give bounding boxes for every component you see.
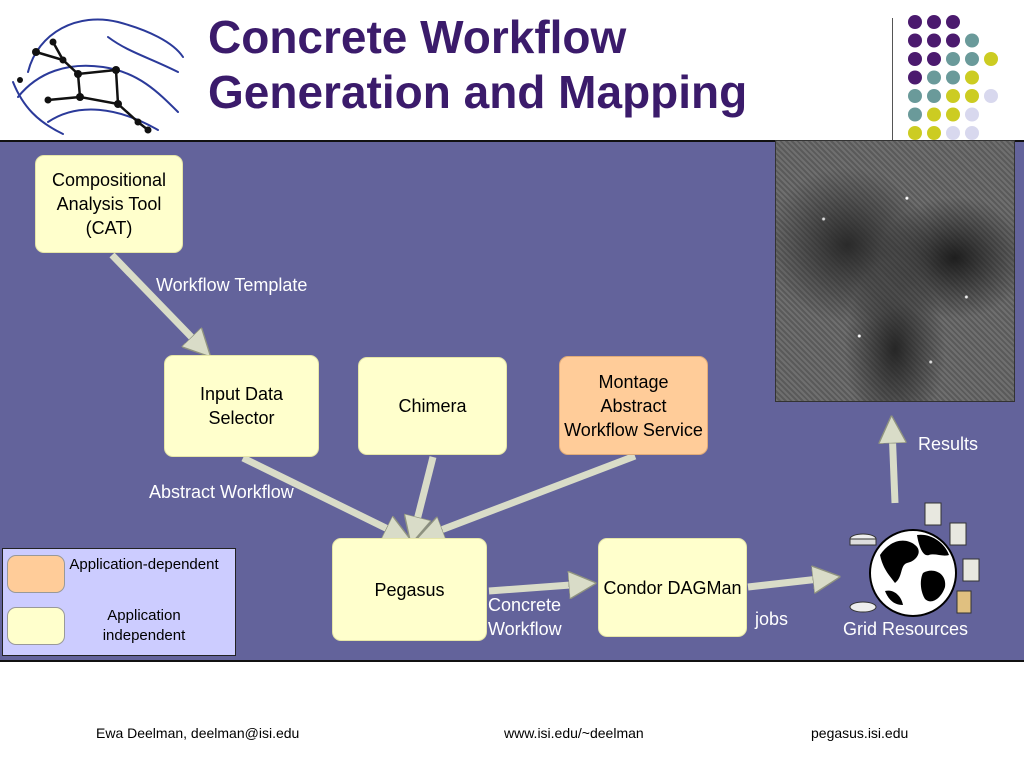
decorative-dot [946, 126, 960, 140]
arrow-pegasus-to-condor [488, 584, 584, 591]
footer-project: pegasus.isi.edu [811, 725, 909, 741]
label-workflow-template: Workflow Template [156, 275, 308, 295]
node-condor-dagman: Condor DAGMan [598, 538, 747, 637]
node-cat: Compositional Analysis Tool (CAT) [35, 155, 183, 253]
legend-label-dependent: Application-dependent [69, 556, 219, 573]
decorative-dot [927, 52, 941, 66]
decorative-dot [927, 33, 941, 48]
arrow-cat-to-input [109, 252, 202, 348]
node-cat-label: Compositional Analysis Tool (CAT) [51, 170, 167, 238]
label-abstract-workflow: Abstract Workflow [149, 482, 294, 502]
decorative-dot [946, 15, 960, 29]
decorative-dot [908, 126, 922, 140]
arrow-grid-to-results [892, 428, 895, 504]
legend: Application-dependent Application indepe… [2, 548, 236, 656]
grid-resources-icon [849, 502, 980, 617]
server-icon-2 [949, 522, 967, 546]
decorative-dot [984, 89, 998, 103]
node-montage: Montage Abstract Workflow Service [559, 356, 708, 455]
node-condor-dagman-label: Condor DAGMan [603, 577, 742, 598]
footer-author: Ewa Deelman, deelman@isi.edu [96, 725, 300, 741]
node-input-data-selector-label: Input Data Selector [199, 384, 284, 428]
decorative-dot [927, 89, 941, 103]
node-pegasus: Pegasus [332, 538, 487, 641]
decorative-dot [908, 89, 922, 103]
label-grid-resources: Grid Resources [843, 619, 969, 639]
decorative-dot [965, 107, 979, 122]
decorative-dot [908, 107, 922, 122]
decorative-dot [965, 126, 979, 140]
label-concrete-workflow: Concrete Workflow [488, 593, 562, 641]
decorative-dot [908, 70, 922, 85]
decorative-dot [908, 33, 922, 48]
decorative-dot [946, 89, 960, 103]
label-concrete: Concrete [488, 595, 562, 615]
header-divider [892, 18, 893, 140]
decorative-dot [965, 70, 979, 85]
decorative-dot [927, 15, 941, 29]
arrow-input-to-pegasus [241, 454, 400, 535]
server-icon-1 [924, 502, 942, 526]
legend-swatch-dependent [7, 555, 65, 593]
decorative-dot [984, 52, 998, 66]
node-chimera-label: Chimera [398, 396, 467, 416]
decorative-dot [908, 52, 922, 66]
decorative-dot [946, 107, 960, 122]
disk-icon-2 [849, 601, 877, 613]
decorative-dot [965, 52, 979, 66]
footer-website: www.isi.edu/~deelman [504, 725, 644, 741]
label-workflow: Workflow [488, 619, 562, 639]
arrow-montage-to-pegasus [428, 452, 637, 535]
decorative-dot [927, 126, 941, 140]
sky-mosaic-image [775, 140, 1015, 402]
node-montage-label: Montage Abstract Workflow Service [564, 371, 703, 440]
label-jobs: jobs [755, 609, 789, 629]
title-line-1: Concrete Workflow [208, 11, 627, 63]
node-pegasus-label: Pegasus [374, 579, 445, 600]
arrow-condor-to-grid [747, 578, 828, 587]
legend-swatch-independent [7, 607, 65, 645]
globe-icon [869, 529, 957, 617]
decorative-dot [965, 89, 979, 103]
pegasus-logo [12, 18, 184, 135]
decorative-dot [927, 107, 941, 122]
decorative-dot [927, 70, 941, 85]
node-input-data-selector: Input Data Selector [164, 355, 319, 457]
pc-icon [956, 590, 972, 614]
title-line-2: Generation and Mapping [208, 66, 748, 118]
label-results: Results [918, 434, 979, 454]
decorative-dot [946, 33, 960, 48]
slide-title: Concrete Workflow Generation and Mapping [208, 10, 808, 120]
legend-label-independent: Application independent [102, 607, 186, 644]
node-chimera: Chimera [358, 357, 507, 455]
decorative-dot [908, 15, 922, 29]
server-icon-3 [962, 558, 980, 582]
decorative-dot [946, 70, 960, 85]
arrow-chimera-to-pegasus [414, 456, 437, 532]
decorative-dot [946, 52, 960, 66]
decorative-dot [965, 33, 979, 48]
decorative-dot-grid [908, 15, 998, 140]
